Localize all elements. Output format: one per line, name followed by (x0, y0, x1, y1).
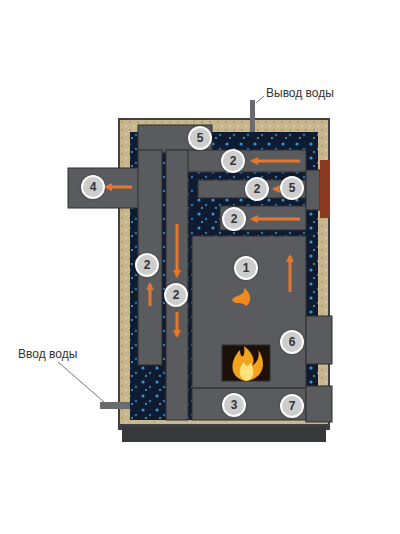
gas-flow-arrows (106, 161, 300, 336)
callout-number: 5 (280, 176, 304, 200)
cleaning-door (320, 160, 330, 218)
leader-line (58, 362, 104, 402)
callout-number: 2 (221, 149, 245, 173)
callout-number: 3 (222, 393, 246, 417)
water-jacket (130, 132, 318, 420)
water-inlet-pipe (100, 402, 130, 409)
callout-number: 5 (188, 126, 212, 150)
base (122, 426, 326, 442)
flame-core (240, 362, 254, 381)
callout-number: 2 (222, 207, 246, 231)
callout-number: 4 (81, 175, 105, 199)
leader-line (256, 96, 264, 103)
flue-passages (68, 125, 332, 422)
water-outlet-pipe (250, 100, 255, 132)
grate (192, 387, 306, 389)
callout-number: 7 (280, 394, 304, 418)
pipe-label: Вывод воды (266, 86, 334, 100)
flame (232, 346, 263, 381)
pipe-label: Ввод воды (18, 347, 77, 361)
callout-number: 6 (280, 330, 304, 354)
fire-window (222, 345, 270, 381)
casing (118, 118, 330, 430)
insulation (120, 120, 328, 424)
callout-number: 1 (234, 256, 258, 280)
flame-tongue (232, 288, 250, 306)
callout-number: 2 (245, 177, 269, 201)
callout-number: 2 (135, 253, 159, 277)
callout-number: 2 (164, 283, 188, 307)
